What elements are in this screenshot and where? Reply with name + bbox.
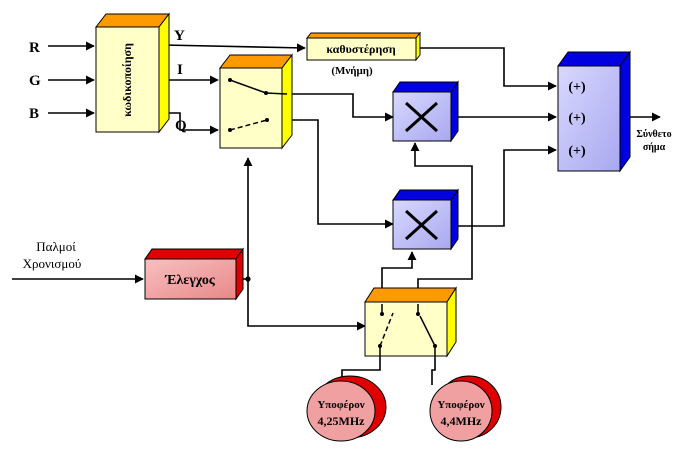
delay-caption: (Μνήμη): [331, 65, 373, 77]
iq-switch-block: [218, 53, 294, 150]
encoder-label: κωδικοποίηση: [120, 43, 134, 117]
carrier-oscillator-1: Υποφέρον 4,25MHz: [306, 375, 387, 442]
adder-input-1-label: (+): [568, 80, 586, 95]
carrier-1-frequency: 4,25MHz: [318, 414, 366, 428]
wire-q-to-switch: [163, 112, 219, 135]
delay-label: καθυστέρηση: [326, 42, 395, 56]
carrier-2-label: Υποφέρον: [437, 399, 484, 411]
multiply-icon: [404, 101, 439, 133]
wire-delay-to-adder: [418, 47, 557, 91]
wire-switch-to-mult1: [287, 93, 394, 122]
timing-pulses-label-line1: Παλμοί: [36, 239, 76, 254]
adder-input-2-label: (+): [568, 111, 586, 126]
multiplier-2: [392, 188, 459, 251]
signal-y-label: Y: [174, 28, 185, 44]
control-block: Έλεγχος: [144, 247, 244, 301]
wire-y-to-delay: [162, 43, 306, 53]
input-r-label: R: [29, 40, 40, 56]
timing-pulses-label-line2: Χρονισμού: [23, 256, 82, 271]
input-g-label: G: [29, 73, 41, 89]
carrier-2-frequency: 4,4MHz: [441, 414, 483, 428]
adder-input-3-label: (+): [568, 144, 586, 159]
wire-carrier-to-mult2: [381, 251, 417, 304]
carrier-oscillator-2: Υποφέρον 4,4MHz: [429, 375, 502, 442]
signal-i-label: I: [177, 62, 183, 78]
wire-carrier-to-mult1: [410, 142, 473, 304]
control-label: Έλεγχος: [164, 273, 216, 288]
input-b-label: B: [29, 106, 39, 122]
wire-control-to-carrier-switch: [247, 279, 366, 331]
carrier-1-label: Υποφέρον: [317, 399, 364, 411]
carrier-switch-block: [364, 286, 457, 358]
output-label-line2: σήμα: [643, 141, 666, 153]
delay-block: καθυστέρηση: [305, 31, 422, 62]
adder-block: (+) (+) (+): [557, 50, 631, 173]
wire-carrier2-in: [431, 358, 436, 385]
wire-mult2-to-adder: [455, 145, 557, 227]
encoder-block: κωδικοποίηση: [94, 12, 171, 134]
multiply-icon: [404, 209, 439, 241]
output-label-line1: Σύνθετο: [636, 129, 671, 140]
multiplier-1: [392, 80, 459, 143]
signal-q-label: Q: [175, 118, 187, 134]
